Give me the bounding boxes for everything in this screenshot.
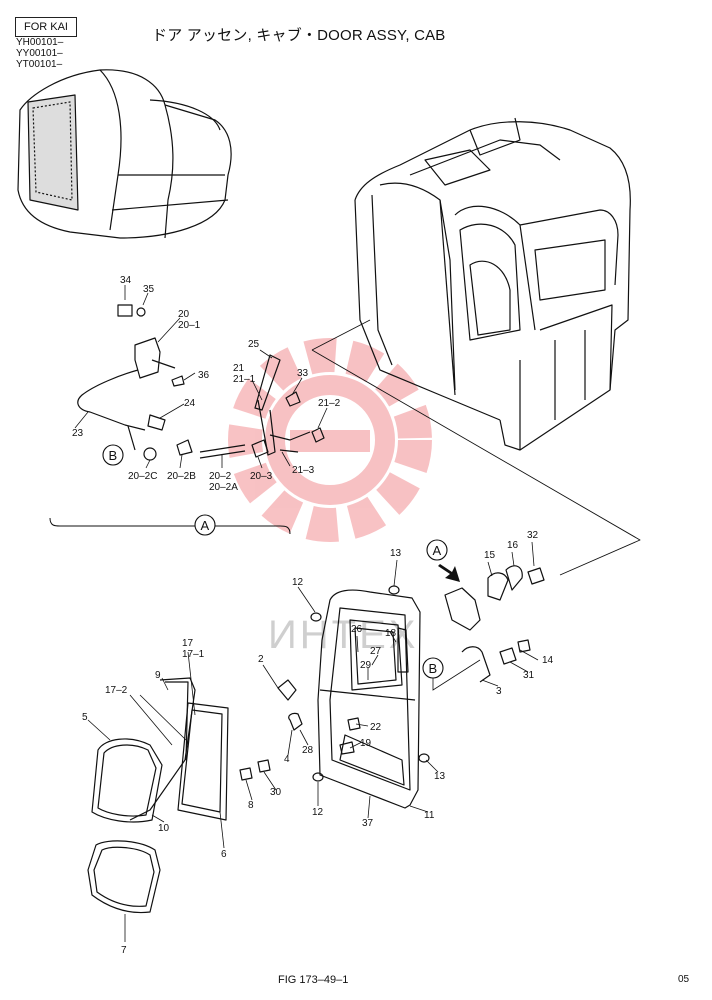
part-labels: 34 35 20 20–1 36 24 23 20–2C 20–2B 20–2 …: [72, 275, 554, 956]
svg-text:B: B: [109, 448, 118, 463]
part-label-17: 17: [182, 638, 194, 649]
part-label-23: 23: [72, 428, 84, 439]
cab-frame: [354, 117, 631, 451]
part-label-28: 28: [302, 745, 314, 756]
part-label-20-3: 20–3: [250, 471, 273, 482]
part-label-2: 2: [258, 654, 264, 665]
part-label-32: 32: [527, 530, 539, 541]
part-label-29: 29: [360, 660, 372, 671]
part-label-16: 16: [507, 540, 519, 551]
for-kai-box: FOR KAI: [15, 17, 77, 37]
part-label-24: 24: [184, 398, 196, 409]
svg-text:A: A: [433, 543, 442, 558]
door-latch: [239, 565, 545, 782]
part-label-18: 18: [385, 628, 397, 639]
part-label-15: 15: [484, 550, 496, 561]
part-label-30: 30: [270, 787, 282, 798]
watermark-gear-logo: [228, 338, 432, 542]
part-label-33: 33: [297, 368, 309, 379]
part-label-27: 27: [370, 646, 382, 657]
figure-number: FIG 173–49–1: [278, 974, 349, 986]
door-frame: [317, 589, 421, 809]
callout-a-lower: A: [426, 539, 448, 561]
part-label-21-1: 21–1: [233, 374, 256, 385]
part-label-21-3: 21–3: [292, 465, 315, 476]
part-label-13a: 13: [390, 548, 402, 559]
part-label-13b: 13: [434, 771, 446, 782]
part-label-7: 7: [121, 945, 127, 956]
part-label-20-2c: 20–2C: [128, 471, 157, 482]
serial-range-3: YT00101–: [16, 59, 63, 70]
callout-b-lower: B: [422, 657, 444, 679]
page-number: 05: [678, 974, 690, 985]
part-label-20-1: 20–1: [178, 320, 201, 331]
part-label-25: 25: [248, 339, 260, 350]
part-label-17-1: 17–1: [182, 649, 205, 660]
part-label-20-2a: 20–2A: [209, 482, 238, 493]
serial-range-1: YH00101–: [16, 37, 64, 48]
part-label-35: 35: [143, 284, 155, 295]
part-label-20-2b: 20–2B: [167, 471, 196, 482]
part-label-26: 26: [351, 624, 363, 635]
part-label-6: 6: [221, 849, 227, 860]
cab-overview: [17, 69, 232, 239]
part-label-36: 36: [198, 370, 210, 381]
leader-lines: [74, 285, 539, 942]
part-label-5: 5: [82, 712, 88, 723]
serial-range-2: YY00101–: [16, 48, 63, 59]
part-label-9: 9: [155, 670, 161, 681]
callout-b-upper: B: [102, 444, 124, 466]
callout-a-upper: A: [194, 514, 216, 536]
part-label-21: 21: [233, 363, 245, 374]
svg-text:A: A: [201, 518, 210, 533]
part-label-22: 22: [370, 722, 382, 733]
part-label-20: 20: [178, 309, 190, 320]
direction-arrow-icon: [438, 564, 460, 582]
glass-panels: [87, 677, 229, 914]
part-label-8: 8: [248, 800, 254, 811]
part-label-10: 10: [158, 823, 170, 834]
part-label-31: 31: [523, 670, 535, 681]
part-label-14: 14: [542, 655, 554, 666]
part-label-20-2: 20–2: [209, 471, 232, 482]
part-label-11: 11: [424, 810, 435, 821]
part-label-12a: 12: [292, 577, 304, 588]
part-label-3: 3: [496, 686, 502, 697]
watermark-text: ИНТЕХ: [268, 613, 418, 657]
part-label-12b: 12: [312, 807, 324, 818]
part-label-17-2: 17–2: [105, 685, 128, 696]
svg-text:B: B: [429, 661, 438, 676]
part-label-4: 4: [284, 754, 290, 765]
part-label-21-2: 21–2: [318, 398, 341, 409]
part-label-34: 34: [120, 275, 132, 286]
page-title: ドア アッセン, キャブ・DOOR ASSY, CAB: [152, 27, 446, 44]
part-label-19: 19: [360, 738, 372, 749]
part-label-37: 37: [362, 818, 374, 829]
